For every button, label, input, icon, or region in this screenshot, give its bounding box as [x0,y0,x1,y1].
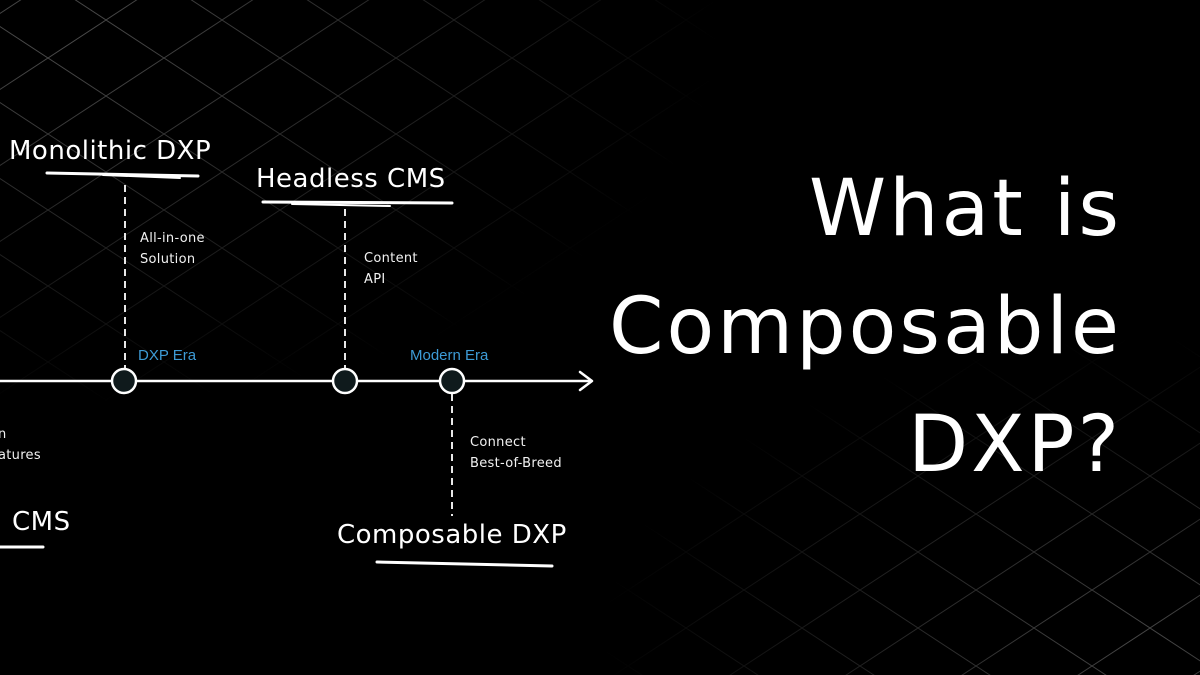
timeline-node-monolithic [110,367,138,395]
headline-line-2: Composable [608,282,1122,372]
note-monolithic: All-in-one Solution [140,228,205,270]
dashed-connectors [124,185,453,516]
node-title-composable-dxp: Composable DXP [337,520,567,550]
note-line: All-in-one [140,231,205,246]
title-underlines [0,171,554,568]
headline-line-1: What is [808,164,1122,254]
note-line: Content [364,251,418,266]
note-line: n [0,427,7,442]
headline-line-3: DXP? [908,400,1122,490]
node-title-headless-cms: Headless CMS [256,164,446,194]
note-line: atures [0,448,41,463]
note-composable: Connect Best-of-Breed [470,432,562,474]
note-partial: n atures [0,424,41,466]
note-line: Solution [140,252,196,267]
timeline-node-composable [438,367,466,395]
note-line: Best-of-Breed [470,456,562,471]
note-headless: Content API [364,248,418,290]
era-label-dxp: DXP Era [138,347,197,364]
headline: What is Composable DXP? [609,150,1122,504]
node-title-monolithic-dxp: Monolithic DXP [9,136,212,166]
arrow-head-icon [578,370,594,392]
note-line: Connect [470,435,526,450]
era-label-modern: Modern Era [410,347,489,364]
timeline-node-headless [331,367,359,395]
node-title-partial-cms: CMS [12,507,71,537]
note-line: API [364,272,386,287]
